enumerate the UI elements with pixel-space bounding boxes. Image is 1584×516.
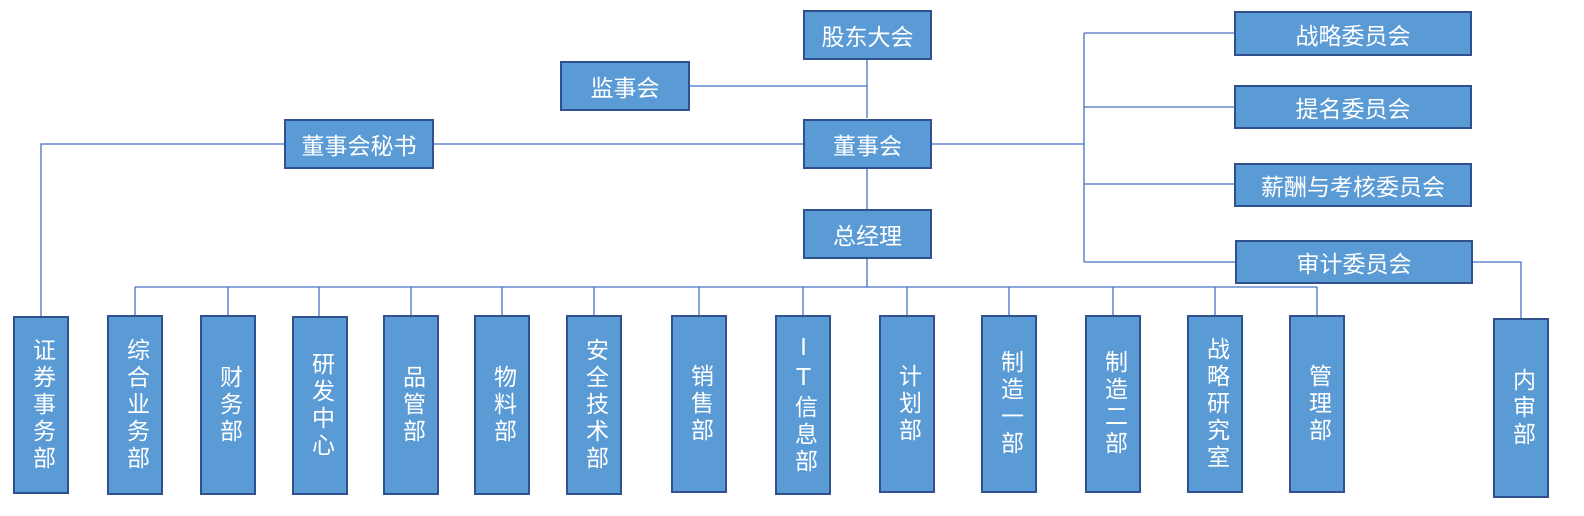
dept-finance-box: 财务部 [200, 315, 256, 495]
dept-safety-tech-box: 安全技术部 [566, 315, 622, 495]
dept-planning-box: 计划部 [879, 315, 935, 493]
dept-management-box: 管理部 [1289, 315, 1345, 493]
dept-it-box: IT信息部 [775, 315, 831, 495]
board-box: 董事会 [803, 119, 932, 169]
committee-strategy-box: 战略委员会 [1234, 11, 1472, 56]
dept-general-affairs-box: 综合业务部 [107, 315, 163, 495]
dept-internal-audit-box: 内审部 [1493, 318, 1549, 498]
shareholders-box: 股东大会 [803, 10, 932, 60]
dept-quality-box: 品管部 [383, 315, 439, 495]
supervisors-box: 监事会 [560, 61, 690, 111]
dept-rnd-box: 研发中心 [292, 316, 348, 495]
committee-compensation-box: 薪酬与考核委员会 [1234, 163, 1472, 207]
committee-nomination-box: 提名委员会 [1234, 85, 1472, 129]
committee-audit-box: 审计委员会 [1235, 240, 1473, 284]
dept-sales-box: 销售部 [671, 315, 727, 493]
general-manager-box: 总经理 [803, 209, 932, 259]
board-secretary-box: 董事会秘书 [284, 119, 434, 169]
dept-materials-box: 物料部 [474, 315, 530, 495]
dept-strategy-research-box: 战略研究室 [1187, 315, 1243, 493]
dept-manufacturing-1-box: 制造一部 [981, 315, 1037, 493]
dept-securities-box: 证券事务部 [13, 316, 69, 494]
dept-manufacturing-2-box: 制造二部 [1085, 315, 1141, 493]
